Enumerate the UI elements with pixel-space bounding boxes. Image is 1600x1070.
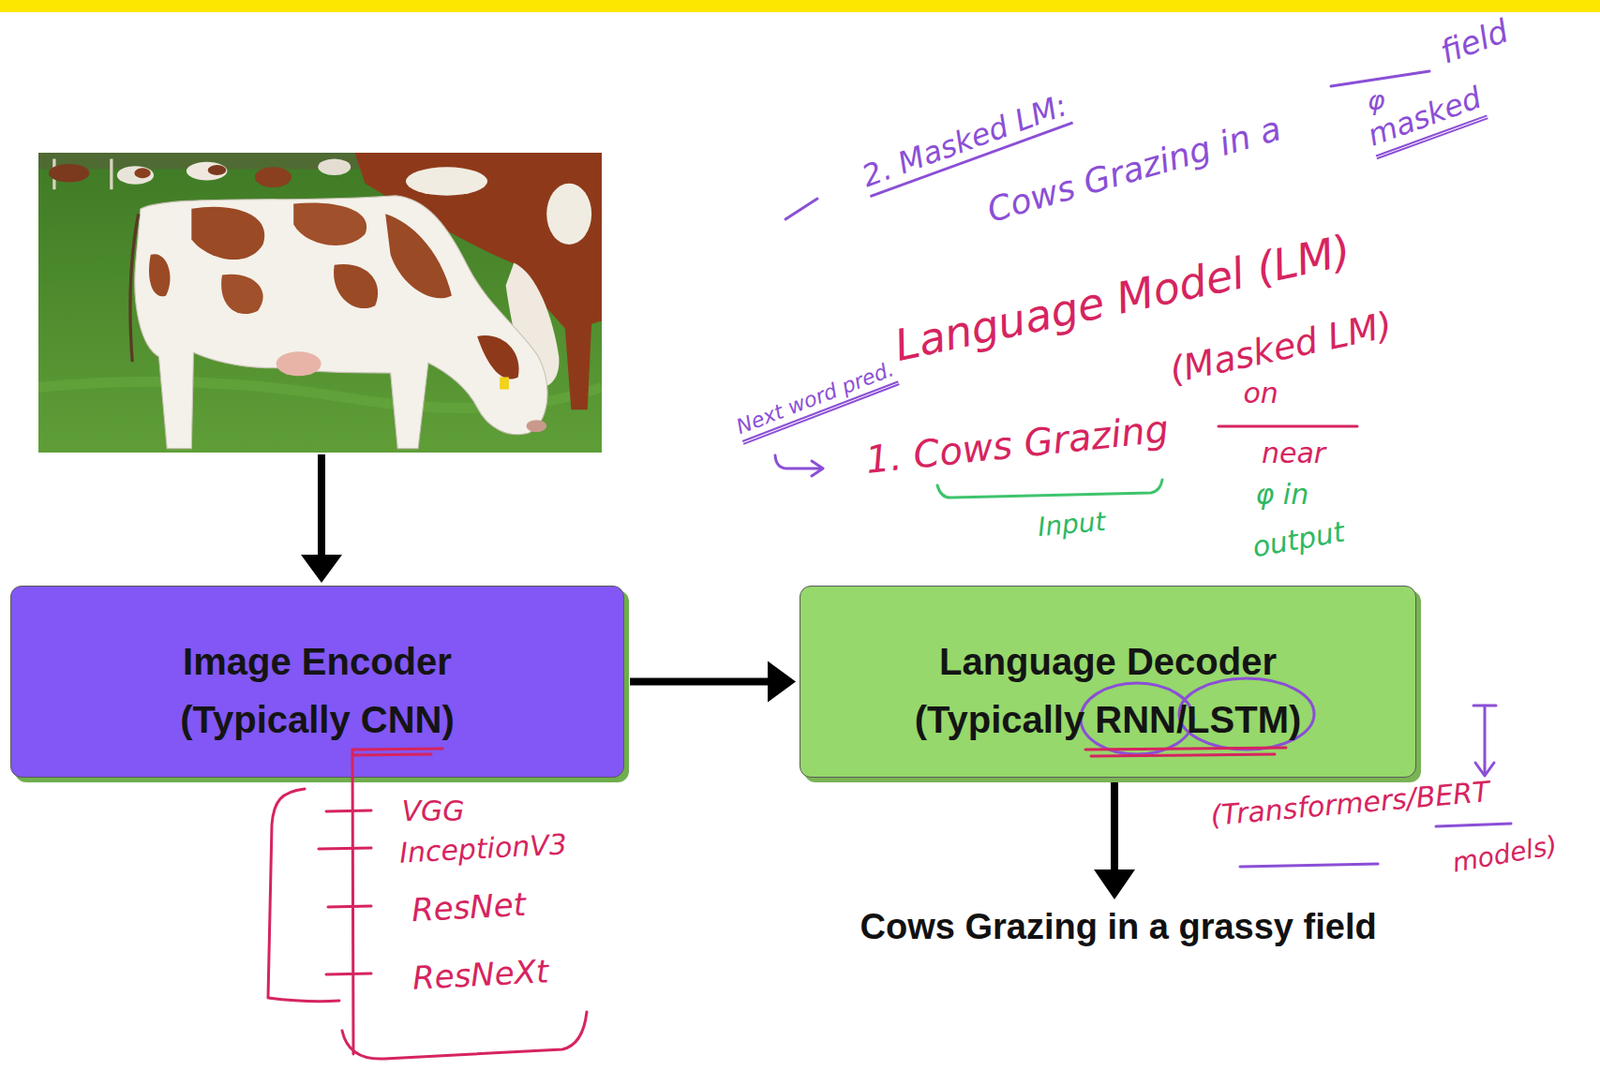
down-arrow-head [300,554,343,584]
ear-tag [499,376,509,389]
list-spine [352,749,354,1055]
note: near [1261,437,1326,471]
main-cow [134,195,548,449]
down-arrow-line [317,454,326,558]
cow-patch [333,264,378,309]
cow-muzzle [525,419,547,433]
note: φ [1367,86,1385,117]
note: φ in [1256,478,1310,512]
distant-cow [48,164,90,183]
lstm-circle [1179,678,1315,750]
cow-patch [405,166,488,195]
list-bracket [268,789,340,1002]
pen-arrow-head [1475,762,1495,777]
top-bar [0,0,1600,13]
rnn-underline [1085,747,1286,750]
note: Next word pred. [732,357,899,446]
note: output [1249,515,1346,564]
note: field [1435,12,1514,71]
cow-patch [385,213,452,299]
blank-line [1330,71,1430,87]
cow-udder [276,351,322,376]
cow-patch [221,274,264,315]
list-brace [342,1012,587,1060]
distant-cow [208,164,227,176]
input-brace [937,479,1163,498]
model-name: InceptionV3 [398,828,568,870]
note: on [1243,377,1279,411]
note: (Transformers/BERT [1209,776,1492,833]
fence-post [109,159,113,191]
rnn-circle [1080,683,1194,755]
output-arrow-head [1093,869,1136,900]
cow-tail [130,213,139,362]
pen-stroke [785,198,818,220]
note: models) [1450,830,1560,879]
output-arrow-line [1110,781,1119,872]
list-tick [326,810,372,812]
note: (Masked LM) [1166,304,1396,392]
blank-line [1218,425,1358,429]
cow-patch [149,254,170,297]
rnn-underline [1091,754,1275,757]
distant-cow [186,162,228,181]
cnn-underline [352,754,432,756]
box-title: Language Decoder [939,639,1277,685]
box-title: Image Encoder [182,639,452,685]
bert-underline [1435,823,1511,827]
connector-line [629,678,772,687]
pen-arrow [1483,705,1487,775]
model-name: ResNet [410,885,527,928]
distant-cow [117,165,154,185]
cow-patch [191,207,265,260]
note: Input [1035,507,1107,543]
output-caption: Cows Grazing in a grassy field [860,907,1377,949]
cow-patch [546,183,592,245]
cow-photo [38,152,602,453]
list-tick [326,973,372,975]
model-name: VGG [402,795,465,829]
transformers-underline [1240,864,1378,868]
encoder-box: Image Encoder (Typically CNN) [10,585,625,778]
arrow-head [767,661,796,703]
cow-patch [477,335,519,379]
grass [38,152,602,453]
distant-cow [317,159,351,176]
model-name: ResNeXt [411,953,550,998]
box-subtitle: (Typically RNN/LSTM) [914,697,1302,743]
distant-cow [134,167,150,179]
box-subtitle: (Typically CNN) [179,697,455,743]
list-tick [328,906,372,908]
distant-cow [254,166,292,188]
list-tick [318,848,372,850]
next-word-arrow-head [811,461,823,477]
note: 1. Cows Grazing [863,406,1170,482]
cnn-underline [352,748,443,750]
cow-patch [293,202,367,246]
pen-arrow [1473,704,1496,708]
